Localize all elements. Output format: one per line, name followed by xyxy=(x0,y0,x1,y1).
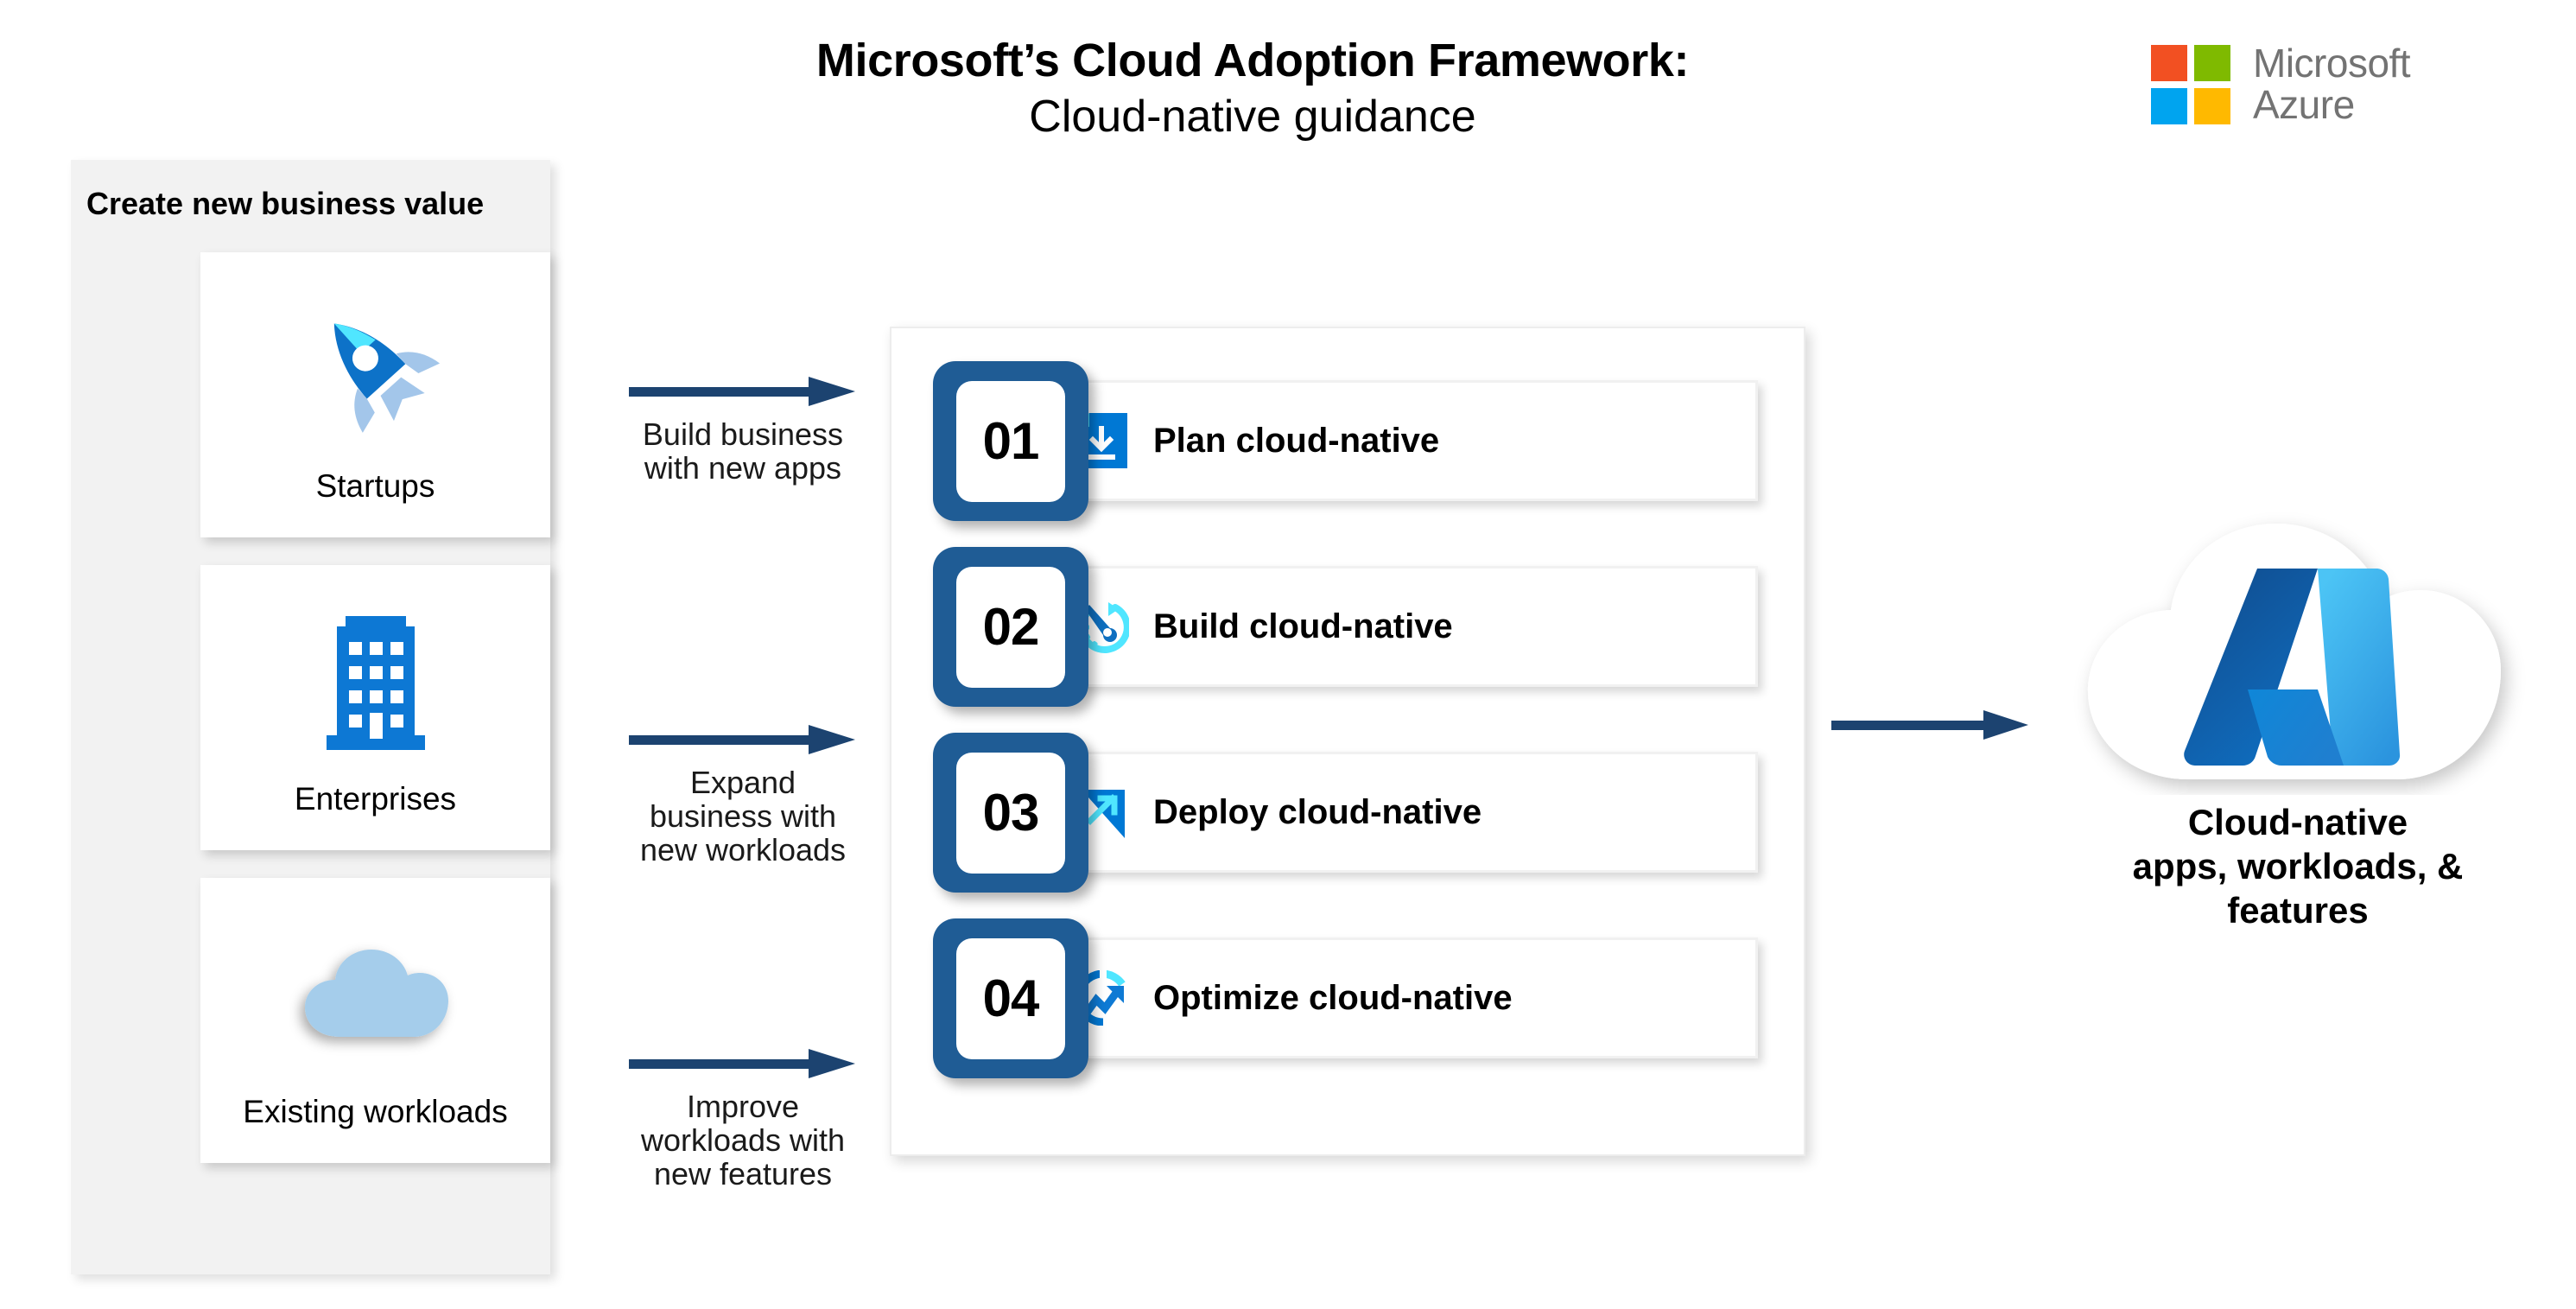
outcome-label: Cloud-native apps, workloads, & features xyxy=(2132,802,2464,931)
right-arrow-icon xyxy=(1831,710,2028,740)
step-label: Optimize cloud-native xyxy=(1153,978,1513,1017)
flow-label: Build business with new apps xyxy=(642,416,844,486)
persona-label: Startups xyxy=(315,467,435,504)
brand-name-microsoft: Microsoft xyxy=(2253,41,2411,86)
step-bar[interactable]: Deploy cloud-native xyxy=(1024,752,1758,873)
left-panel-title: Create new business value xyxy=(86,186,485,221)
logo-square-blue xyxy=(2151,87,2187,124)
step-row-optimize[interactable]: Optimize cloud-native 04 xyxy=(933,918,1762,1078)
outcome-block: Cloud-native apps, workloads, & features xyxy=(2047,510,2548,933)
brand-name-azure: Azure xyxy=(2253,81,2355,127)
step-badge-inner: 04 xyxy=(956,937,1065,1059)
create-new-business-value-panel: Create new business value xyxy=(71,160,550,1274)
persona-card-startups[interactable]: Startups xyxy=(200,252,550,537)
step-bar[interactable]: Plan cloud-native xyxy=(1024,380,1758,501)
right-arrow-icon xyxy=(629,1049,855,1078)
cloud-icon xyxy=(289,912,462,1080)
flow-improve-workloads: Improve workloads with new features xyxy=(596,1045,890,1191)
step-bar[interactable]: Build cloud-native xyxy=(1024,566,1758,687)
title-line-secondary: Cloud-native guidance xyxy=(1029,91,1476,142)
office-building-icon xyxy=(311,599,441,767)
persona-label: Existing workloads xyxy=(243,1093,508,1129)
page-title: Microsoft’s Cloud Adoption Framework: Cl… xyxy=(605,33,1900,144)
step-row-deploy[interactable]: Deploy cloud-native 03 xyxy=(933,733,1762,893)
brand-wordmark: Microsoft Azure xyxy=(2253,41,2411,127)
step-row-build[interactable]: Build cloud-native 02 xyxy=(933,547,1762,707)
logo-square-red xyxy=(2151,44,2187,81)
step-label: Plan cloud-native xyxy=(1153,421,1440,460)
step-badge: 04 xyxy=(933,918,1088,1078)
step-label: Deploy cloud-native xyxy=(1153,792,1482,831)
step-number: 01 xyxy=(982,412,1040,470)
flow-label: Expand business with new workloads xyxy=(639,765,847,867)
step-badge: 02 xyxy=(933,547,1088,707)
logo-square-yellow xyxy=(2194,87,2230,124)
flow-build-business: Build business with new apps xyxy=(596,373,890,486)
microsoft-logo-icon xyxy=(2151,44,2230,124)
rocket-icon xyxy=(298,286,454,454)
flow-expand-business: Expand business with new workloads xyxy=(596,721,890,867)
step-badge-inner: 01 xyxy=(956,380,1065,502)
logo-square-green xyxy=(2194,44,2230,81)
step-badge: 01 xyxy=(933,361,1088,521)
flow-to-outcome xyxy=(1831,707,2030,743)
step-number: 04 xyxy=(982,969,1040,1027)
step-bar[interactable]: Optimize cloud-native xyxy=(1024,937,1758,1058)
step-number: 03 xyxy=(982,784,1040,842)
persona-label: Enterprises xyxy=(294,780,457,817)
right-arrow-icon xyxy=(629,725,855,754)
title-line-primary: Microsoft’s Cloud Adoption Framework: xyxy=(815,35,1690,86)
cloud-native-steps-panel: Plan cloud-native 01 xyxy=(890,327,1805,1156)
step-number: 02 xyxy=(982,598,1040,656)
right-arrow-icon xyxy=(629,377,855,406)
document-download-icon xyxy=(1074,413,1129,468)
microsoft-azure-logo: Microsoft Azure xyxy=(2151,41,2411,127)
persona-card-enterprises[interactable]: Enterprises xyxy=(200,565,550,850)
step-badge-inner: 03 xyxy=(956,752,1065,874)
step-badge-inner: 02 xyxy=(956,566,1065,688)
flow-label: Improve workloads with new features xyxy=(640,1089,846,1191)
step-label: Build cloud-native xyxy=(1153,607,1453,645)
persona-card-existing-workloads[interactable]: Existing workloads xyxy=(200,878,550,1163)
step-row-plan[interactable]: Plan cloud-native 01 xyxy=(933,361,1762,521)
persona-card-list: Startups xyxy=(200,252,550,1163)
step-badge: 03 xyxy=(933,733,1088,893)
steps-list: Plan cloud-native 01 xyxy=(933,361,1762,1078)
azure-cloud-logo-icon xyxy=(2059,510,2538,795)
